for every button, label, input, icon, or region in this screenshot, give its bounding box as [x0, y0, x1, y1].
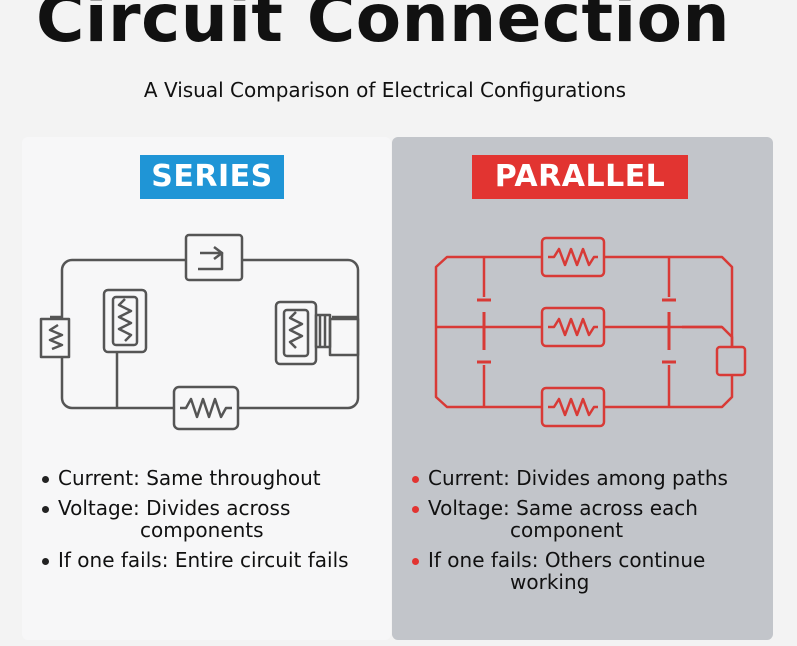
left-battery-icon [477, 298, 491, 364]
bullet-label: Voltage: [428, 496, 510, 520]
parallel-bullet-list: Current: Divides among paths Voltage: Sa… [410, 467, 760, 601]
series-bottom-resistor-icon [172, 385, 240, 431]
bullet-label: If one fails: [428, 548, 539, 572]
switch-icon [184, 233, 244, 282]
bullet-dot [42, 476, 49, 483]
series-component-right-icon [274, 300, 360, 366]
series-circuit-diagram [39, 233, 360, 431]
bullet-dot [42, 506, 49, 513]
bullet-label: If one fails: [58, 548, 169, 572]
bottom-resistor-icon [540, 386, 606, 428]
parallel-panel: PARALLEL [392, 137, 773, 640]
bullet-text: Same throughout [146, 466, 321, 490]
left-rail-wire [434, 255, 542, 409]
parallel-badge: PARALLEL [472, 155, 688, 199]
bullet-continuation: working [510, 570, 590, 594]
bullet-label: Voltage: [58, 496, 140, 520]
list-item: If one fails: Entire circuit fails [40, 549, 390, 571]
bullet-continuation: components [140, 518, 264, 542]
load-box-icon [715, 345, 747, 377]
right-rail-wire [604, 255, 734, 347]
series-resistor-tall-icon [102, 288, 148, 354]
middle-resistor-icon [540, 306, 606, 348]
bullet-text: Entire circuit fails [174, 548, 349, 572]
parallel-circuit-diagram [434, 236, 747, 428]
list-item: Current: Divides among paths [410, 467, 760, 489]
top-resistor-icon [540, 236, 606, 278]
bullet-text: Divides across [146, 496, 291, 520]
series-badge: SERIES [140, 155, 284, 199]
bullet-text: Others continue [544, 548, 706, 572]
bullet-dot [42, 558, 49, 565]
bullet-dot [412, 558, 419, 565]
bullet-dot [412, 506, 419, 513]
bullet-dot [412, 476, 419, 483]
series-bullet-list: Current: Same throughout Voltage: Divide… [40, 467, 390, 579]
bullet-label: Current: [428, 466, 510, 490]
page-subtitle: A Visual Comparison of Electrical Config… [143, 78, 627, 102]
page-title: Circuit Connection [36, 0, 731, 57]
bullet-text: Same across each [516, 496, 698, 520]
list-item: Current: Same throughout [40, 467, 390, 489]
right-battery-icon [662, 298, 676, 364]
bullet-label: Current: [58, 466, 140, 490]
bullet-continuation: component [510, 518, 624, 542]
bullet-text: Divides among paths [516, 466, 728, 490]
left-resistor-icon [39, 317, 71, 359]
series-panel: SERIES [22, 137, 391, 640]
